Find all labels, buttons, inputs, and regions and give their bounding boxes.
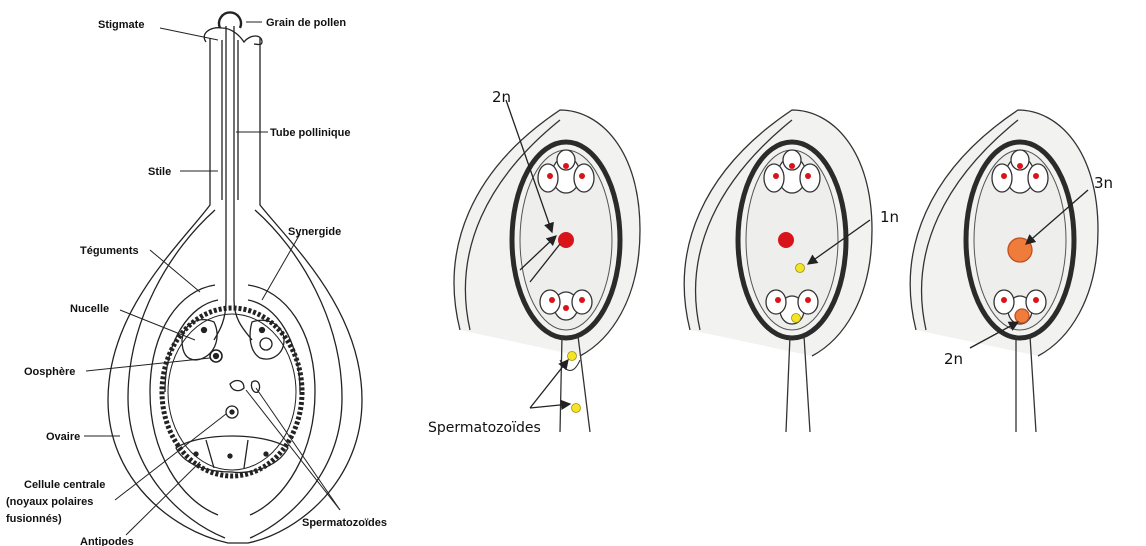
sperm-cell-2 bbox=[572, 404, 581, 413]
label-style: Stile bbox=[148, 166, 171, 178]
ovule-panel-1 bbox=[454, 110, 640, 432]
label-stigmate: Stigmate bbox=[98, 19, 144, 31]
label-2n-bottom: 2n bbox=[944, 350, 963, 368]
pistil-diagram bbox=[84, 12, 362, 543]
label-1n: 1n bbox=[880, 208, 899, 226]
polar-nuclei-2n bbox=[558, 232, 574, 248]
label-2n-top: 2n bbox=[492, 88, 511, 106]
label-oosphere: Oosphère bbox=[24, 366, 75, 378]
pollen-tube bbox=[214, 26, 252, 340]
pollen-grain bbox=[219, 12, 241, 28]
label-3n: 3n bbox=[1094, 174, 1113, 192]
inner-ovary-wall-right bbox=[250, 210, 342, 538]
label-antipodes: Antipodes bbox=[80, 536, 134, 546]
sperm-cell-1n bbox=[796, 264, 805, 273]
stigma bbox=[204, 28, 262, 45]
label-grain-pollen: Grain de pollen bbox=[266, 17, 346, 29]
label-ovaire: Ovaire bbox=[46, 431, 80, 443]
integument-right bbox=[248, 285, 315, 515]
inner-ovary-wall bbox=[128, 210, 225, 538]
sperm-cell-1 bbox=[568, 352, 577, 361]
label-spermatozoides-right: Spermatozoïdes bbox=[428, 420, 541, 436]
label-nucelle: Nucelle bbox=[70, 303, 109, 315]
zygote-2n bbox=[1015, 309, 1029, 323]
label-tube-pollinique: Tube pollinique bbox=[270, 127, 350, 139]
label-spermatozoides-left: Spermatozoïdes bbox=[302, 517, 387, 529]
label-cellule-centrale: Cellule centrale bbox=[24, 479, 105, 491]
label-cellule-centrale-2: (noyaux polaires bbox=[6, 496, 93, 508]
ovule-panel-3 bbox=[910, 110, 1098, 432]
label-teguments: Téguments bbox=[80, 245, 139, 257]
ovule-stages: 2n 1n 3n 2n Spermatozoïdes bbox=[428, 88, 1113, 436]
synergid-left bbox=[182, 320, 217, 360]
label-cellule-centrale-3: fusionnés) bbox=[6, 513, 62, 525]
label-synergide: Synergide bbox=[288, 226, 341, 238]
ovule-panel-2 bbox=[684, 110, 872, 432]
